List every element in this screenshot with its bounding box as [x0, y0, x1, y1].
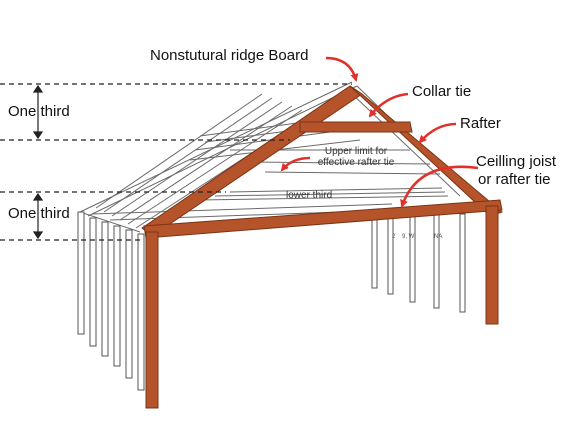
one-third-top-label: One third — [8, 103, 70, 120]
back-wall-studs — [371, 213, 466, 313]
svg-text:9, W: 9, W — [402, 234, 415, 240]
ceiling-joist-label: Ceilling joist — [476, 153, 557, 170]
dimension-arrows — [32, 84, 44, 240]
rafter-tie-label: or rafter tie — [478, 171, 551, 188]
upper-limit-line-1: Upper limit for — [324, 146, 388, 157]
collar-tie-label: Collar tie — [412, 83, 472, 100]
ridge-arrow — [325, 56, 359, 82]
callout-arrows — [280, 56, 479, 208]
svg-text:NA: NA — [434, 234, 442, 240]
front-truss — [141, 85, 504, 409]
ridge-board-label: Nonstutural ridge Board — [150, 47, 309, 64]
collar-tie-arrow — [368, 92, 409, 118]
one-third-bottom-label: One third — [8, 205, 70, 222]
ceiling-joist-arrow — [400, 165, 479, 208]
svg-text:2: 2 — [392, 234, 396, 240]
rafter-label: Rafter — [460, 115, 501, 132]
rafter-arrow — [418, 122, 457, 144]
lower-third-label: lower third — [286, 190, 333, 201]
third-guide-lines — [0, 83, 352, 241]
left-wall-studs — [77, 211, 145, 391]
upper-limit-label: Upper limit for effective rafter tie — [306, 146, 406, 168]
stud-markings: 2 9, W NA — [392, 234, 442, 240]
upper-limit-arrow — [280, 156, 311, 172]
upper-limit-line-2: effective rafter tie — [317, 157, 395, 168]
